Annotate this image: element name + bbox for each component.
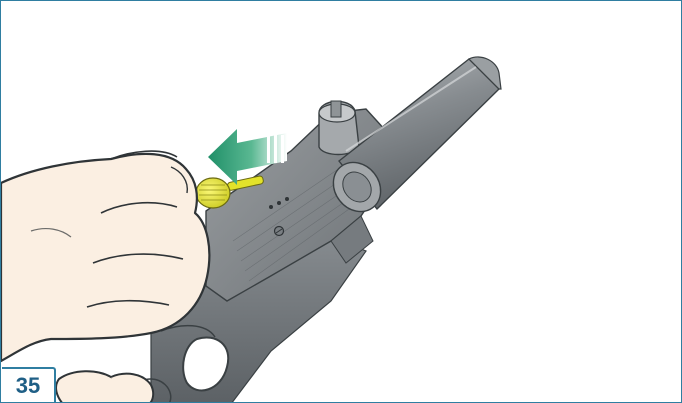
step-number-badge: 35 bbox=[2, 367, 56, 403]
step-number: 35 bbox=[16, 373, 40, 399]
